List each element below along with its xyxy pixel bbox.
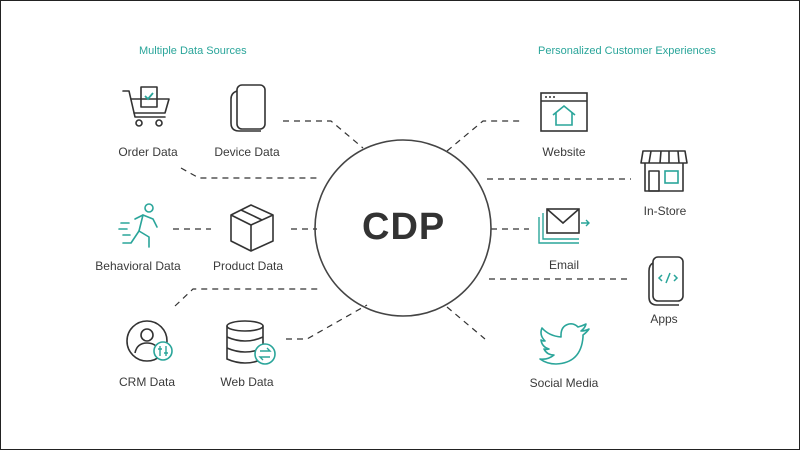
connector-webdata bbox=[286, 304, 368, 340]
envelope-icon bbox=[538, 208, 590, 244]
web-data-label: Web Data bbox=[220, 375, 274, 389]
connector-behavioral-crm bbox=[174, 288, 319, 307]
device-icon bbox=[230, 84, 266, 132]
cdp-hub-label: CDP bbox=[362, 206, 446, 248]
left-section-heading: Multiple Data Sources bbox=[139, 45, 247, 57]
connector-device bbox=[283, 120, 364, 149]
crm-data-label: CRM Data bbox=[118, 375, 176, 389]
connector-website bbox=[446, 120, 523, 152]
browser-house-icon bbox=[540, 92, 588, 132]
shopping-cart-icon bbox=[122, 86, 170, 127]
database-sync-icon bbox=[226, 320, 276, 365]
mobile-code-icon bbox=[648, 256, 684, 306]
behavioral-data-label: Behavioral Data bbox=[95, 259, 181, 273]
running-person-icon bbox=[118, 203, 158, 248]
order-data-label: Order Data bbox=[118, 145, 178, 159]
connector-order bbox=[180, 167, 319, 179]
storefront-icon bbox=[640, 150, 688, 192]
twitter-bird-icon bbox=[539, 323, 590, 365]
cdp-hub-circle bbox=[314, 139, 492, 317]
box-icon bbox=[230, 204, 274, 252]
connector-social bbox=[446, 306, 486, 340]
product-data-label: Product Data bbox=[212, 259, 284, 273]
in-store-label: In-Store bbox=[643, 204, 687, 218]
email-label: Email bbox=[548, 258, 580, 272]
right-section-heading: Personalized Customer Experiences bbox=[538, 45, 716, 57]
website-label: Website bbox=[542, 145, 586, 159]
apps-label: Apps bbox=[650, 312, 678, 326]
social-media-label: Social Media bbox=[529, 376, 599, 390]
user-circle-icon bbox=[126, 320, 173, 362]
device-data-label: Device Data bbox=[214, 145, 280, 159]
